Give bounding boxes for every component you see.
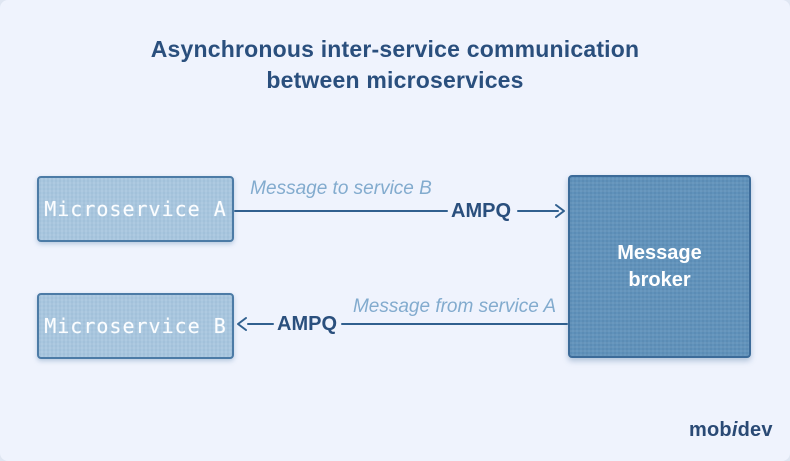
mobidev-logo: mobidev	[689, 419, 773, 442]
connector-a-to-broker-line	[234, 210, 448, 212]
node-microservice-b-label: Microservice B	[44, 314, 227, 338]
node-message-broker-label: Message broker	[617, 241, 702, 291]
arrow-left-icon	[237, 317, 247, 331]
connector-a-to-broker-arrow-line	[517, 210, 559, 212]
connector-broker-to-b-message-label: Message from service A	[352, 296, 557, 317]
connector-broker-to-b-protocol-label: AMPQ	[277, 313, 337, 335]
connector-a-to-broker-message-label: Message to service B	[250, 178, 432, 199]
connector-a-to-broker-protocol-label: AMPQ	[451, 200, 511, 222]
mobidev-logo-prefix: mob	[689, 419, 732, 441]
connector-broker-to-b-arrow-line	[247, 323, 274, 325]
mobidev-logo-italic-i: i	[731, 419, 738, 441]
arrow-right-icon	[555, 204, 565, 218]
connector-broker-to-b-line	[341, 323, 568, 325]
node-microservice-a-label: Microservice A	[44, 197, 227, 221]
node-microservice-b: Microservice B	[37, 293, 234, 359]
diagram-title-line1: Asynchronous inter-service communication	[150, 36, 640, 62]
diagram-title-line2: between microservices	[266, 67, 524, 93]
mobidev-logo-suffix: dev	[737, 419, 773, 441]
diagram-title: Asynchronous inter-service communication…	[0, 34, 790, 96]
node-microservice-a: Microservice A	[37, 176, 234, 242]
node-message-broker: Message broker	[568, 175, 751, 358]
